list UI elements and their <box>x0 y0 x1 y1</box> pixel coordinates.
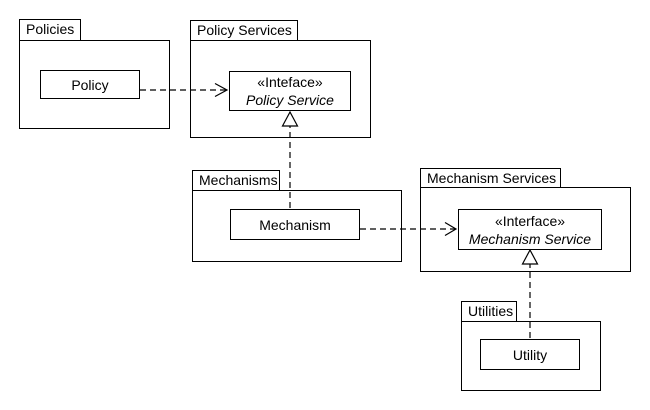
interface-box-policy-service: «Inteface» Policy Service <box>229 71 351 111</box>
package-tab-mechanism-services: Mechanism Services <box>420 168 561 188</box>
class-box-policy: Policy <box>40 70 140 99</box>
interface-box-mechanism-service: «Interface» Mechanism Service <box>458 209 602 250</box>
package-tab-policies: Policies <box>19 19 81 41</box>
interface-name-mechanism-service: Mechanism Service <box>468 230 592 247</box>
class-label-utility: Utility <box>512 346 548 363</box>
class-box-mechanism: Mechanism <box>230 209 360 240</box>
class-label-policy: Policy <box>71 76 109 93</box>
class-label-mechanism: Mechanism <box>259 216 331 233</box>
stereotype-mechanism-service: «Interface» <box>494 212 566 229</box>
class-box-utility: Utility <box>480 339 580 370</box>
interface-name-policy-service: Policy Service <box>246 92 334 108</box>
stereotype-policy-service: «Inteface» <box>257 74 323 90</box>
package-tab-utilities: Utilities <box>461 301 517 322</box>
package-tab-policy-services: Policy Services <box>190 20 298 41</box>
package-tab-mechanisms: Mechanisms <box>192 170 280 191</box>
